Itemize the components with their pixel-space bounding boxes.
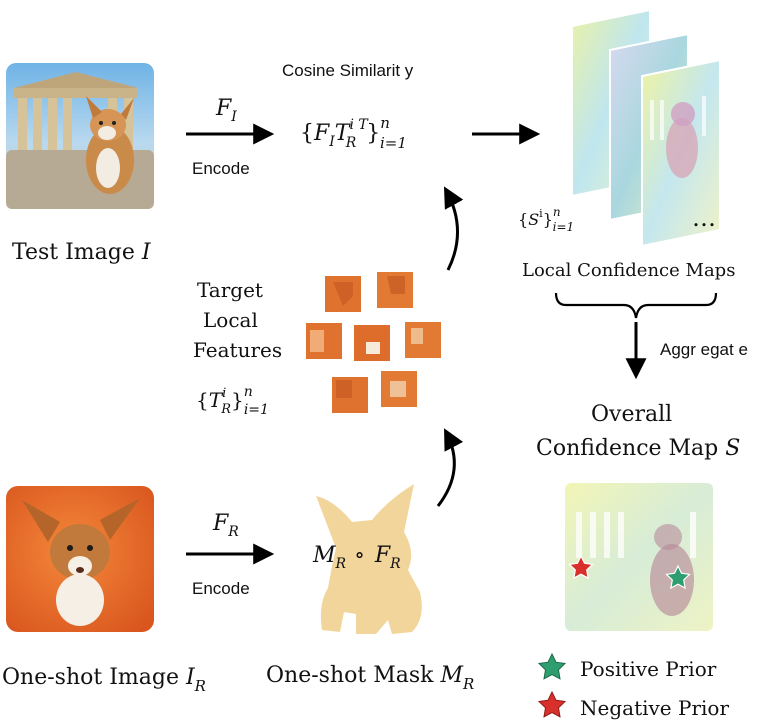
feature-patch [325,276,361,312]
oneshot-mask-caption: One-shot Mask MR [266,663,474,693]
oneshot-image [6,486,154,632]
aggregate-brace [554,292,718,319]
maps-ellipsis: … [692,204,716,232]
feature-fr-label: FR [212,511,239,540]
cosine-similarity-label: Cosine Similarit y [282,61,414,80]
feature-patch [354,325,390,361]
legend-positive-label: Positive Prior [580,657,717,681]
local-maps-label: Local Confidence Maps [522,260,735,281]
feature-patch [332,377,368,413]
legend-negative-star-icon [537,690,567,718]
target-features-line3: Features [193,338,282,362]
encode-label-top: Encode [192,159,250,178]
aggregate-label: Aggr egat e [660,340,748,359]
overall-title-line1: Overall [591,402,672,427]
target-features-line2: Local [203,308,258,332]
curved-arrow-to-features [436,428,464,507]
oneshot-mask [316,484,422,634]
feature-patch [405,322,441,358]
oneshot-image-caption: One-shot Image IR [2,665,206,695]
mask-formula: MR∘FR [312,543,401,572]
test-image-caption: Test Image I [12,240,152,265]
local-confidence-maps-stack [571,8,721,248]
feature-patch [377,272,413,308]
legend-negative-label: Negative Prior [580,696,729,720]
feature-patch [381,371,417,407]
target-feature-patches [306,272,441,413]
overall-title-line2: Confidence Map S [536,436,740,461]
positive-prior-star-icon [665,564,691,590]
overall-confidence-map [565,483,713,631]
feature-fi-label: FI [215,96,237,125]
target-features-line1: Target [197,278,263,302]
legend-positive-star-icon [537,652,567,680]
negative-prior-star-icon [568,554,594,580]
feature-patch [306,323,342,359]
encode-label-bottom: Encode [192,579,250,598]
curved-arrow-to-similarity [443,186,464,271]
test-image [6,63,154,209]
